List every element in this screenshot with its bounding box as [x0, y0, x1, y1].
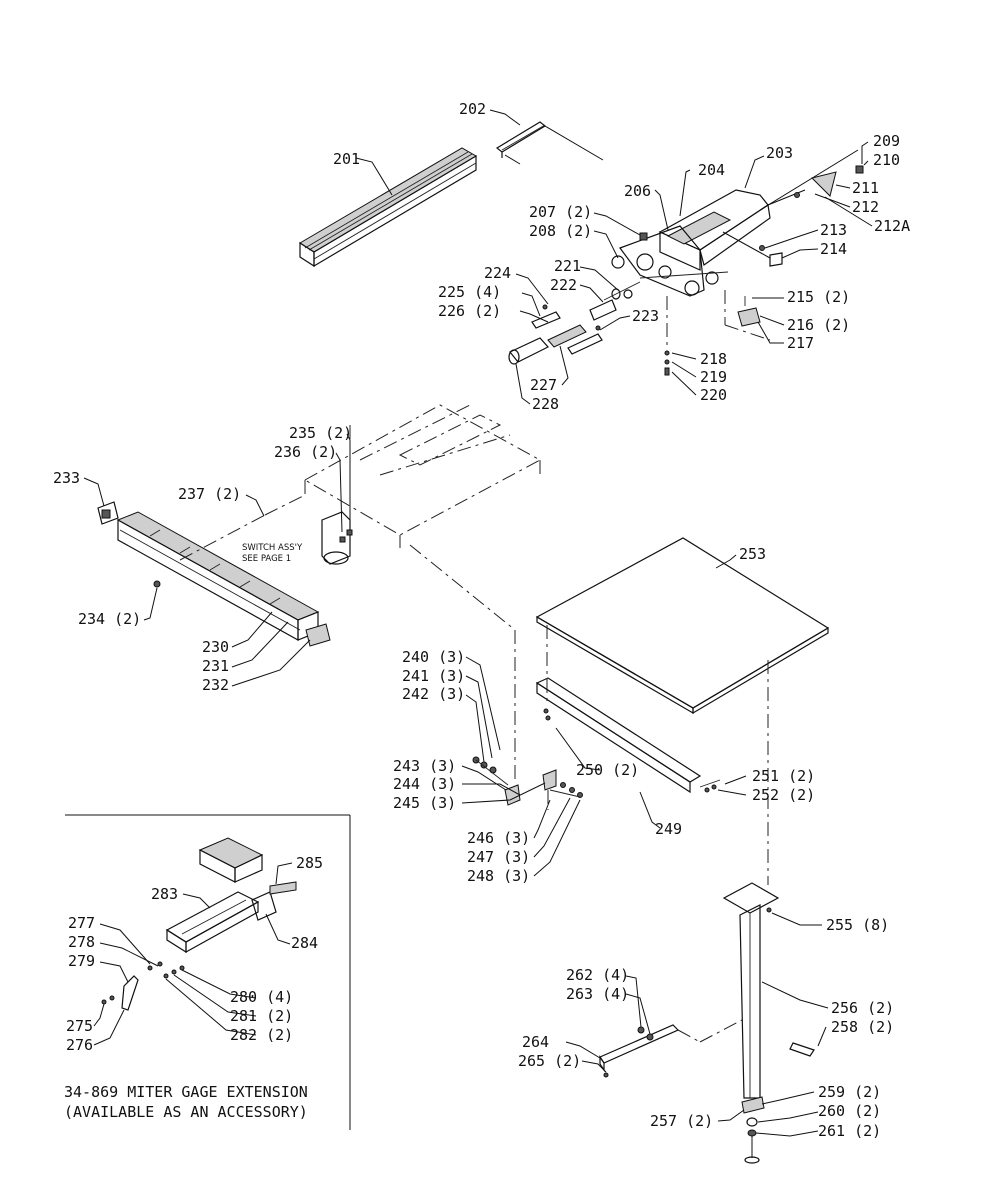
label-226: 226 (2): [438, 302, 501, 320]
parts-221-228-lock: [508, 281, 641, 365]
label-253: 253: [739, 545, 766, 563]
label-212: 212: [852, 198, 879, 216]
label-258: 258 (2): [831, 1018, 894, 1036]
label-246: 246 (3): [467, 829, 530, 847]
label-213: 213: [820, 221, 847, 239]
label-224: 224: [484, 264, 511, 282]
label-227: 227: [530, 376, 557, 394]
label-261: 261 (2): [818, 1122, 881, 1140]
label-263: 263 (4): [566, 985, 629, 1003]
label-279: 279: [68, 952, 95, 970]
inset-caption-line1: 34-869 MITER GAGE EXTENSION: [64, 1083, 308, 1101]
label-233: 233: [53, 469, 80, 487]
label-235: 235 (2): [289, 424, 352, 442]
label-262: 262 (4): [566, 966, 629, 984]
label-243: 243 (3): [393, 757, 456, 775]
inset-miter-gage-extension: [65, 814, 351, 1130]
inset-caption: 34-869 MITER GAGE EXTENSION (AVAILABLE A…: [64, 1083, 308, 1121]
parts-218-220: [664, 296, 670, 376]
label-278: 278: [68, 933, 95, 951]
label-280: 280 (4): [230, 988, 293, 1006]
part-249-rail: [535, 625, 721, 794]
label-284: 284: [291, 934, 318, 952]
label-231: 231: [202, 657, 229, 675]
leader-lines: [83, 109, 873, 1137]
parts-209-214: [611, 149, 864, 299]
label-201: 201: [333, 150, 360, 168]
label-255: 255 (8): [826, 916, 889, 934]
label-216: 216 (2): [787, 316, 850, 334]
label-240: 240 (3): [402, 648, 465, 666]
label-250: 250 (2): [576, 761, 639, 779]
part-204-fence-body: [619, 189, 806, 297]
label-228: 228: [532, 395, 559, 413]
label-209: 209: [873, 132, 900, 150]
label-282: 282 (2): [230, 1026, 293, 1044]
label-260: 260 (2): [818, 1102, 881, 1120]
inset-caption-line2: (AVAILABLE AS AN ACCESSORY): [64, 1103, 308, 1121]
label-241: 241 (3): [402, 667, 465, 685]
label-212a: 212A: [874, 217, 910, 235]
label-221: 221: [554, 257, 581, 275]
label-206: 206: [624, 182, 651, 200]
label-214: 214: [820, 240, 847, 258]
part-201-fence-rail: [299, 147, 477, 268]
label-265: 265 (2): [518, 1052, 581, 1070]
label-230: 230: [202, 638, 229, 656]
label-285: 285: [296, 854, 323, 872]
label-249: 249: [655, 820, 682, 838]
label-281: 281 (2): [230, 1007, 293, 1025]
label-257: 257 (2): [650, 1112, 713, 1130]
label-203: 203: [766, 144, 793, 162]
label-259: 259 (2): [818, 1083, 881, 1101]
label-218: 218: [700, 350, 727, 368]
part-253-extension-table: [535, 537, 830, 715]
label-277: 277: [68, 914, 95, 932]
part-202: [495, 121, 604, 165]
label-222: 222: [550, 276, 577, 294]
label-215: 215 (2): [787, 288, 850, 306]
switch-note-line2: SEE PAGE 1: [242, 554, 291, 564]
label-202: 202: [459, 100, 486, 118]
label-220: 220: [700, 386, 727, 404]
parts-240-248-brackets: [472, 756, 583, 810]
label-208: 208 (2): [529, 222, 592, 240]
label-248: 248 (3): [467, 867, 530, 885]
label-204: 204: [698, 161, 725, 179]
label-276: 276: [66, 1036, 93, 1054]
label-252: 252 (2): [752, 786, 815, 804]
label-245: 245 (3): [393, 794, 456, 812]
parts-215-217: [724, 290, 771, 341]
label-232: 232: [202, 676, 229, 694]
label-237: 237 (2): [178, 485, 241, 503]
label-211: 211: [852, 179, 879, 197]
label-275: 275: [66, 1017, 93, 1035]
label-251: 251 (2): [752, 767, 815, 785]
label-223: 223: [632, 307, 659, 325]
label-219: 219: [700, 368, 727, 386]
label-244: 244 (3): [393, 775, 456, 793]
part-230-front-rail: [97, 494, 331, 647]
label-207: 207 (2): [529, 203, 592, 221]
label-264: 264: [522, 1033, 549, 1051]
label-234: 234 (2): [78, 610, 141, 628]
label-217: 217: [787, 334, 814, 352]
label-210: 210: [873, 151, 900, 169]
switch-note-line1: SWITCH ASS'Y: [242, 543, 303, 553]
label-247: 247 (3): [467, 848, 530, 866]
saw-table-outline: [303, 404, 542, 780]
label-236: 236 (2): [274, 443, 337, 461]
label-225: 225 (4): [438, 283, 501, 301]
label-242: 242 (3): [402, 685, 465, 703]
label-256: 256 (2): [831, 999, 894, 1017]
part-256-leg: [722, 660, 815, 1164]
label-283: 283: [151, 885, 178, 903]
part-264-brace: [599, 1019, 743, 1078]
part-labels: 201 202 203 204 206 207 (2) 208 (2) 209 …: [53, 100, 910, 1140]
